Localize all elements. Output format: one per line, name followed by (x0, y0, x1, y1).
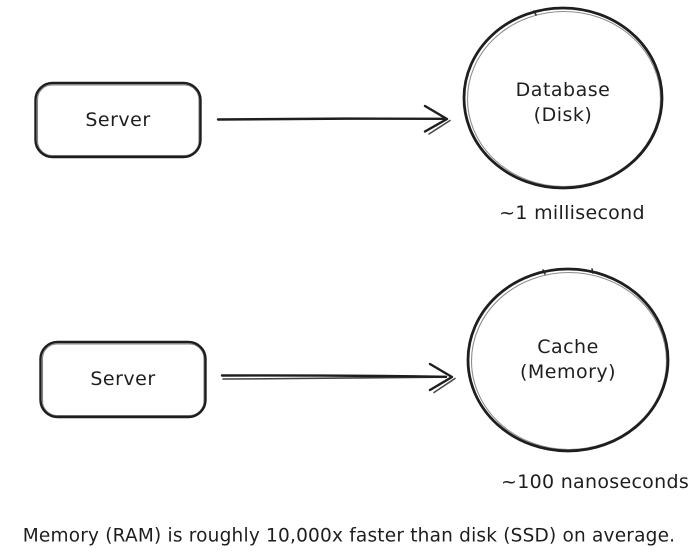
arrow-bottom (220, 362, 456, 394)
cache-label-line2: (Memory) (519, 361, 617, 383)
database-label-line2: (Disk) (533, 104, 593, 126)
database-circle (462, 6, 664, 190)
latency-caption-top: ~1 millisecond (499, 202, 645, 224)
cache-label-line1: Cache (537, 336, 599, 358)
server-box-bottom (39, 340, 207, 419)
cache-label: Cache (Memory) (520, 335, 616, 385)
latency-caption-bottom: ~100 nanoseconds (500, 471, 690, 493)
server-box-top (34, 81, 202, 159)
database-label: Database (Disk) (516, 78, 611, 128)
footnote-text: Memory (RAM) is roughly 10,000x faster t… (22, 525, 676, 547)
arrow-top (216, 104, 451, 135)
server-label-top: Server (85, 109, 151, 131)
cache-circle (466, 267, 670, 453)
server-label-bottom: Server (90, 368, 156, 390)
database-label-line1: Database (515, 79, 611, 101)
